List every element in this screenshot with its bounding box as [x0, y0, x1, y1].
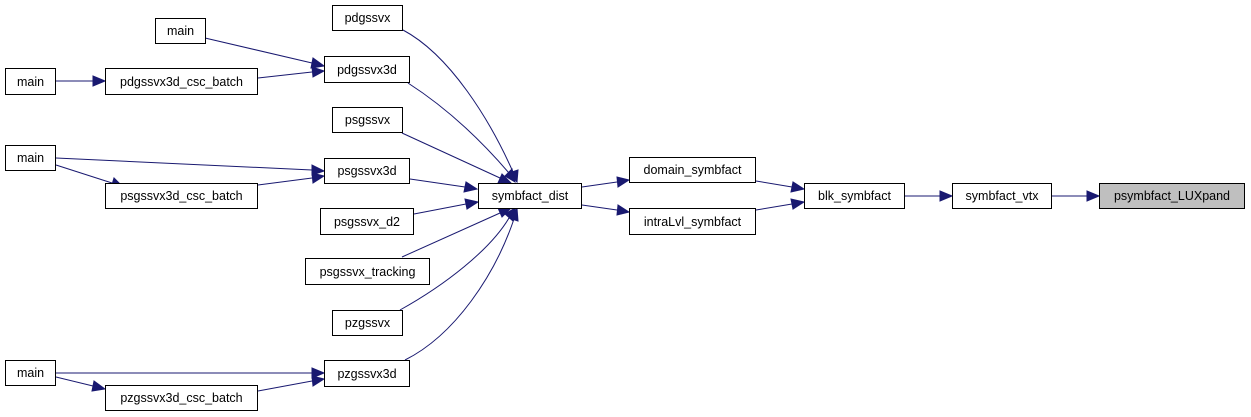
node-psgssvx[interactable]: psgssvx	[332, 107, 403, 133]
node-pzgssvx3d[interactable]: pzgssvx3d	[324, 360, 410, 387]
node-label: main	[17, 151, 44, 165]
node-label: symbfact_dist	[492, 189, 569, 203]
edge-symbfact-dist-to-domain-symbfact	[581, 181, 618, 188]
edge-pzgssvx3d-csc-batch-to-pzgssvx3d	[257, 380, 313, 392]
edge-psgssvx3d-csc-batch-to-psgssvx3d	[257, 177, 313, 186]
edge-psgssvx-d2-to-symbfact-dist	[413, 203, 467, 215]
node-pdgssvx[interactable]: pdgssvx	[332, 5, 403, 31]
edge-main-to-pdgssvx3d	[204, 37, 313, 64]
node-main-psgss[interactable]: main	[5, 145, 56, 171]
edge-pzgssvx-to-symbfact-dist	[399, 217, 510, 311]
edge-domain-symbfact-to-blk-symbfact	[755, 180, 793, 188]
node-label: psgssvx	[345, 113, 391, 127]
node-label: pzgssvx	[345, 316, 391, 330]
node-label: pdgssvx	[345, 11, 392, 25]
node-pzgssvx[interactable]: pzgssvx	[332, 310, 403, 336]
node-main-pdgss[interactable]: main	[5, 68, 56, 95]
edge-pdgssvx-to-symbfact-dist	[402, 29, 514, 173]
node-label: pzgssvx3d_csc_batch	[120, 391, 242, 405]
node-main-top[interactable]: main	[155, 18, 206, 44]
node-label: pdgssvx3d_csc_batch	[120, 75, 243, 89]
node-domain-symbfact[interactable]: domain_symbfact	[629, 157, 756, 183]
edge-intralvl-symbfact-to-blk-symbfact	[755, 203, 793, 211]
edge-main-to-psgssvx3d-csc-batch	[55, 164, 113, 184]
node-symbfact-vtx[interactable]: symbfact_vtx	[952, 183, 1052, 209]
node-pdgssvx3d-csc-batch[interactable]: pdgssvx3d_csc_batch	[105, 68, 258, 95]
node-label: psgssvx_tracking	[320, 265, 416, 279]
node-label: psgssvx3d_csc_batch	[120, 189, 242, 203]
node-label: main	[167, 24, 194, 38]
edge-main-to-psgssvx3d	[55, 157, 313, 171]
node-main-pzgss[interactable]: main	[5, 360, 56, 386]
node-psgssvx3d-csc-batch[interactable]: psgssvx3d_csc_batch	[105, 183, 258, 209]
node-psgssvx3d[interactable]: psgssvx3d	[324, 158, 410, 184]
edges	[55, 29, 1101, 392]
node-psgssvx-tracking[interactable]: psgssvx_tracking	[305, 258, 430, 285]
node-label: symbfact_vtx	[966, 189, 1040, 203]
node-label: blk_symbfact	[818, 189, 891, 203]
node-symbfact-dist[interactable]: symbfact_dist	[478, 183, 582, 209]
edge-symbfact-dist-to-intralvl-symbfact	[581, 204, 618, 211]
node-label: pzgssvx3d	[337, 367, 396, 381]
node-label: main	[17, 366, 44, 380]
node-label: psymbfact_LUXpand	[1114, 189, 1230, 203]
edge-pdgssvx3d-csc-batch-to-pdgssvx3d	[257, 71, 313, 79]
node-label: pdgssvx3d	[337, 63, 397, 77]
edge-main-to-pzgssvx3d-csc-batch	[55, 376, 94, 387]
node-label: domain_symbfact	[644, 163, 742, 177]
edge-psgssvx-tracking-to-symbfact-dist	[401, 212, 501, 258]
node-label: intraLvl_symbfact	[644, 215, 742, 229]
edge-pzgssvx3d-to-symbfact-dist	[404, 218, 515, 361]
nodes: main main main main pdgssvx pdgssvx3d_cs…	[5, 5, 1245, 411]
edge-psgssvx3d-to-symbfact-dist	[409, 178, 466, 188]
node-label: main	[17, 75, 44, 89]
node-blk-symbfact[interactable]: blk_symbfact	[804, 183, 905, 209]
edge-psgssvx-to-symbfact-dist	[401, 132, 501, 179]
node-pdgssvx3d[interactable]: pdgssvx3d	[324, 56, 410, 83]
node-pzgssvx3d-csc-batch[interactable]: pzgssvx3d_csc_batch	[105, 385, 258, 411]
edge-pdgssvx3d-to-symbfact-dist	[407, 82, 510, 174]
node-intralvl-symbfact[interactable]: intraLvl_symbfact	[629, 208, 756, 235]
node-psymbfact-luxpand: psymbfact_LUXpand	[1099, 183, 1245, 209]
node-psgssvx-d2[interactable]: psgssvx_d2	[320, 208, 414, 235]
node-label: psgssvx_d2	[334, 215, 400, 229]
node-label: psgssvx3d	[337, 164, 396, 178]
